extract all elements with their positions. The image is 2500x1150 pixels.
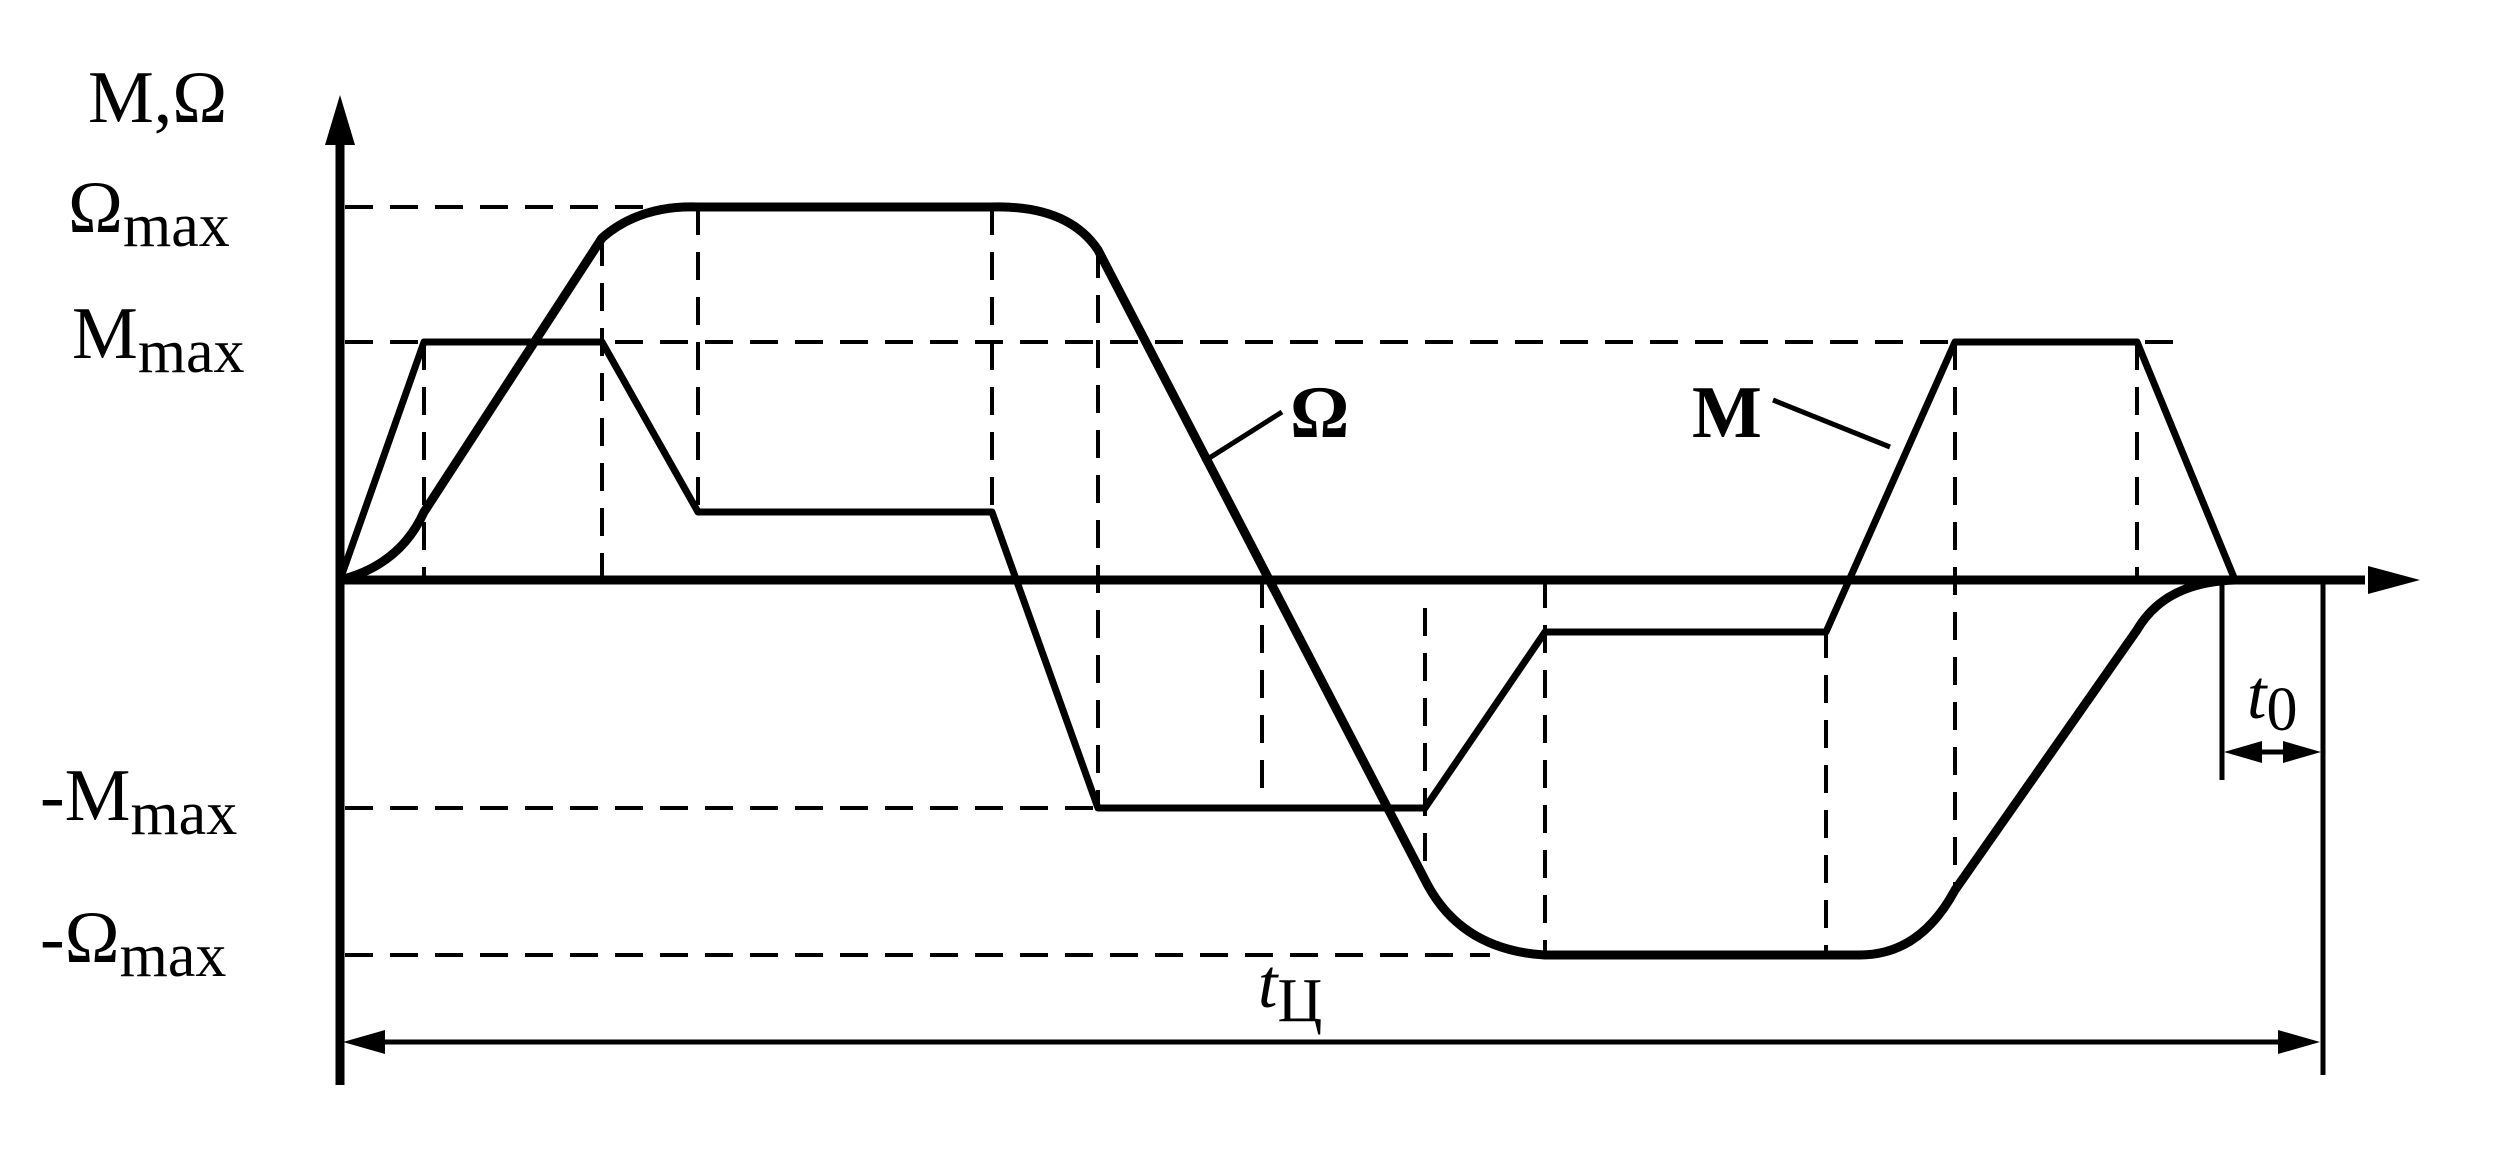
cycle-dimension xyxy=(343,582,2326,1075)
neg-omega-max-label: -Ωmax xyxy=(40,897,226,990)
pause-arrow-right xyxy=(2283,741,2321,763)
pause-time-label: t0 xyxy=(2247,657,2297,744)
omega-max-prefix: Ω xyxy=(68,167,123,249)
neg-m-max-prefix: -M xyxy=(40,755,130,837)
m-max-prefix: M xyxy=(72,293,138,375)
omega-curve-label: Ω xyxy=(1290,372,1349,454)
omega-max-sub: max xyxy=(123,192,230,260)
m-max-sub: max xyxy=(138,318,245,386)
cycle-time-sub: Ц xyxy=(1277,967,1322,1035)
omega-max-label: Ωmax xyxy=(68,167,230,260)
y-axis-arrow xyxy=(325,95,355,145)
pause-time-sub: 0 xyxy=(2266,676,2297,744)
moment-curve xyxy=(336,338,2239,812)
axis-title: M,Ω xyxy=(88,57,227,139)
neg-omega-max-sub: max xyxy=(120,922,227,990)
cycle-time-main: t xyxy=(1258,946,1279,1023)
omega-curve xyxy=(335,202,2240,960)
omega-leader xyxy=(1201,409,1284,465)
neg-omega-max-prefix: -Ω xyxy=(40,897,120,979)
moment-curve-label: M xyxy=(1692,372,1762,454)
moment-leader xyxy=(1772,397,1891,450)
x-axis-arrow xyxy=(2368,566,2420,594)
cycle-time-label: tЦ xyxy=(1258,946,1322,1035)
m-max-label: Mmax xyxy=(72,293,245,386)
neg-m-max-label: -Mmax xyxy=(40,755,237,848)
cycle-arrow-right xyxy=(2278,1030,2320,1054)
neg-m-max-sub: max xyxy=(130,780,237,848)
axes xyxy=(325,95,2420,1085)
phase-guides xyxy=(422,207,2139,955)
pause-dimension xyxy=(2219,582,2321,780)
cycle-arrow-left xyxy=(343,1030,385,1054)
pause-time-main: t xyxy=(2247,657,2268,734)
pause-arrow-left xyxy=(2224,741,2262,763)
